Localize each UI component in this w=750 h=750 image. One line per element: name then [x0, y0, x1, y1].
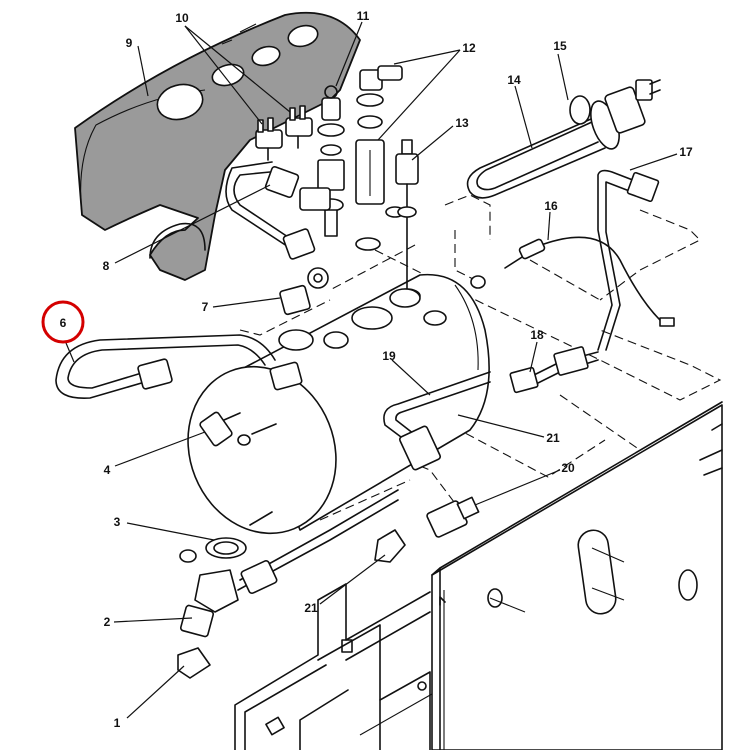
fitting-7 — [278, 267, 486, 351]
callout-4: 4 — [104, 463, 111, 477]
heat-shield — [74, 11, 361, 281]
highlight-ring — [41, 300, 85, 344]
chassis-frame — [234, 401, 723, 750]
callout-9: 9 — [126, 36, 133, 50]
pipe-19 — [374, 371, 491, 563]
callout-19: 19 — [382, 349, 396, 363]
callout-8: 8 — [103, 259, 110, 273]
callout-20: 20 — [561, 461, 575, 475]
callout-18: 18 — [530, 328, 544, 342]
callout-3: 3 — [114, 515, 121, 529]
pipe-6 — [55, 334, 303, 399]
pressure-switches — [255, 105, 313, 161]
callout-16: 16 — [544, 199, 558, 213]
temperature-probe — [504, 236, 675, 327]
pipe-18 — [509, 346, 599, 394]
callout-13: 13 — [455, 116, 469, 130]
pipe-8 — [225, 161, 331, 260]
callout-7: 7 — [202, 300, 209, 314]
callout-11: 11 — [357, 9, 370, 23]
leader-lines — [65, 21, 678, 719]
heating-element — [466, 79, 661, 199]
callout-10: 10 — [175, 11, 189, 25]
pipe-17 — [597, 169, 660, 351]
callout-15: 15 — [553, 39, 567, 53]
callout-14: 14 — [507, 73, 521, 87]
callout-21-bottom: 21 — [304, 601, 318, 615]
callout-labels: 1 2 3 4 6 7 8 9 10 11 12 13 14 15 16 17 … — [60, 9, 693, 730]
callout-17: 17 — [679, 145, 693, 159]
callout-2: 2 — [104, 615, 111, 629]
lower-fittings — [177, 411, 399, 679]
callout-12: 12 — [462, 41, 476, 55]
valve-stack — [317, 65, 405, 251]
callout-1: 1 — [114, 716, 121, 730]
callout-6: 6 — [60, 316, 67, 330]
callout-21-right: 21 — [546, 431, 560, 445]
